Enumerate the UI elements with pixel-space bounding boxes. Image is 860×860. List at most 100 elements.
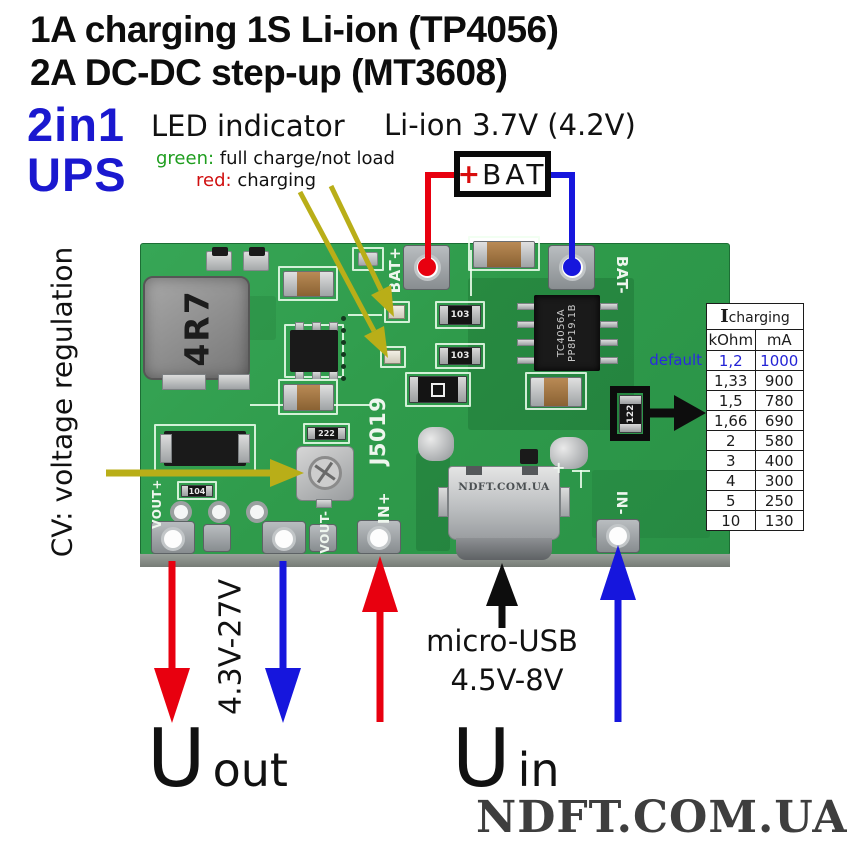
trimmer-leg — [316, 499, 332, 508]
diode — [164, 431, 246, 466]
badge-2in1-ups: 2in1 UPS — [27, 100, 127, 200]
via-dot — [341, 364, 346, 369]
resistor-104: 104 — [181, 485, 213, 497]
tp4056-leg-r3 — [600, 339, 618, 346]
headline-line-2: 2A DC-DC step-up (MT3608) — [30, 52, 508, 93]
top-pad-3 — [358, 252, 378, 266]
uout-minus-arrow — [265, 561, 301, 723]
bat-plus-hole — [414, 254, 441, 281]
diode-end-right — [238, 434, 250, 463]
silkscreen-bat-plus: BAT+ — [386, 246, 404, 294]
micro-usb-wing-left — [438, 487, 448, 517]
cell-ma: 780 — [754, 390, 804, 411]
table-title-rest: charging — [728, 310, 790, 326]
usb-range-label: 4.5V-8V — [450, 663, 564, 697]
site-watermark: NDFT.COM.UA — [476, 792, 848, 843]
silkscreen-line-2 — [348, 314, 382, 316]
resistor-222: 222 — [307, 427, 346, 440]
silkscreen-board-id: J5019 — [366, 396, 390, 466]
r222-outline — [303, 423, 350, 444]
led-red-line: red: charging — [196, 170, 316, 191]
tp4056-leg-l4 — [517, 357, 535, 364]
cell-kohm: 2 — [706, 430, 756, 451]
top-chip-1 — [212, 247, 228, 256]
micro-usb-label: micro-USB — [426, 624, 578, 658]
usb-arrow — [486, 563, 518, 628]
cell-kohm: 3 — [706, 450, 756, 471]
tp4056-marking-line2: PP8P19.1B — [567, 303, 578, 363]
cell-ma: 690 — [754, 410, 804, 431]
table-col-ma: mA — [754, 329, 804, 351]
capacitor-2 — [283, 384, 334, 411]
battery-name: BAT — [482, 157, 548, 191]
tp4056-leg-r4 — [600, 357, 618, 364]
in-minus-hole — [606, 524, 630, 548]
cv-regulation-label: CV: voltage regulation — [45, 246, 79, 558]
micro-usb-wing-right — [560, 487, 570, 517]
led-green-text: full charge/not load — [219, 148, 395, 169]
cell-ma: 130 — [754, 510, 804, 531]
inductor-foot-right — [218, 374, 250, 390]
tp4056-chip — [534, 295, 600, 371]
cell-ma: 300 — [754, 470, 804, 491]
mt3608-chip — [290, 330, 338, 372]
uout-range-label: 4.3V-27V — [213, 579, 249, 715]
capacitor-3 — [530, 377, 582, 407]
silkscreen-line-1 — [470, 250, 472, 296]
led-green — [388, 305, 405, 319]
via-dot — [341, 352, 346, 357]
solder-blob-2 — [550, 437, 588, 469]
via-dot — [341, 376, 346, 381]
resistor-103-a: 103 — [439, 305, 481, 325]
uin-minus-arrow — [600, 545, 636, 722]
led-red-text: charging — [237, 170, 316, 191]
table-title-i: I — [720, 306, 729, 327]
via-dot — [341, 328, 346, 333]
battery-plus-sign: + — [457, 158, 481, 190]
led-green-line: green: full charge/not load — [156, 148, 395, 169]
resistor-103-b-label: 103 — [448, 348, 472, 364]
via-dot — [341, 340, 346, 345]
uout-plus-arrow — [154, 561, 190, 723]
bat-minus-hole — [559, 254, 586, 281]
uout-u: U — [147, 712, 206, 805]
resistor-222-label: 222 — [315, 428, 338, 439]
cell-ma: 1000 — [754, 350, 804, 371]
battery-voltage-label: Li-ion 3.7V (4.2V) — [384, 108, 636, 142]
tp4056-leg-l3 — [517, 339, 535, 346]
tp4056-leg-l1 — [517, 303, 535, 310]
vout-minus-hole — [272, 527, 296, 551]
aux-pad-2 — [309, 524, 337, 552]
cell-ma: 900 — [754, 370, 804, 391]
cell-kohm: 10 — [706, 510, 756, 531]
capacitor-top — [473, 241, 535, 268]
uin-plus-arrow — [362, 556, 398, 722]
cell-kohm: 4 — [706, 470, 756, 491]
silkscreen-bat-minus: BAT- — [613, 255, 631, 295]
silkscreen-vout-plus: VOUT+ — [150, 479, 164, 529]
aux-pad-1 — [203, 524, 231, 552]
led-green-label: green: — [156, 148, 215, 169]
prog-resistor-marker-box — [610, 386, 650, 441]
micro-usb-notch-1 — [466, 466, 482, 475]
led-red-label: red: — [196, 170, 232, 191]
r103b-outline — [435, 343, 485, 369]
headline-line-1: 1A charging 1S Li-ion (TP4056) — [30, 9, 559, 50]
usb-plus-silkscreen: + — [552, 458, 566, 477]
tp4056-leg-r1 — [600, 303, 618, 310]
pcb-bottom-edge — [140, 554, 730, 567]
cell-kohm: 1,66 — [706, 410, 756, 431]
r103a-outline — [435, 301, 485, 329]
table-title: Icharging — [706, 303, 804, 330]
resistor-122: 122 — [619, 395, 642, 433]
tp4056-marking: TC4056A PP8P19.1B — [556, 304, 578, 362]
silkscreen-line-4 — [580, 470, 582, 488]
uout-sub: out — [212, 743, 288, 797]
